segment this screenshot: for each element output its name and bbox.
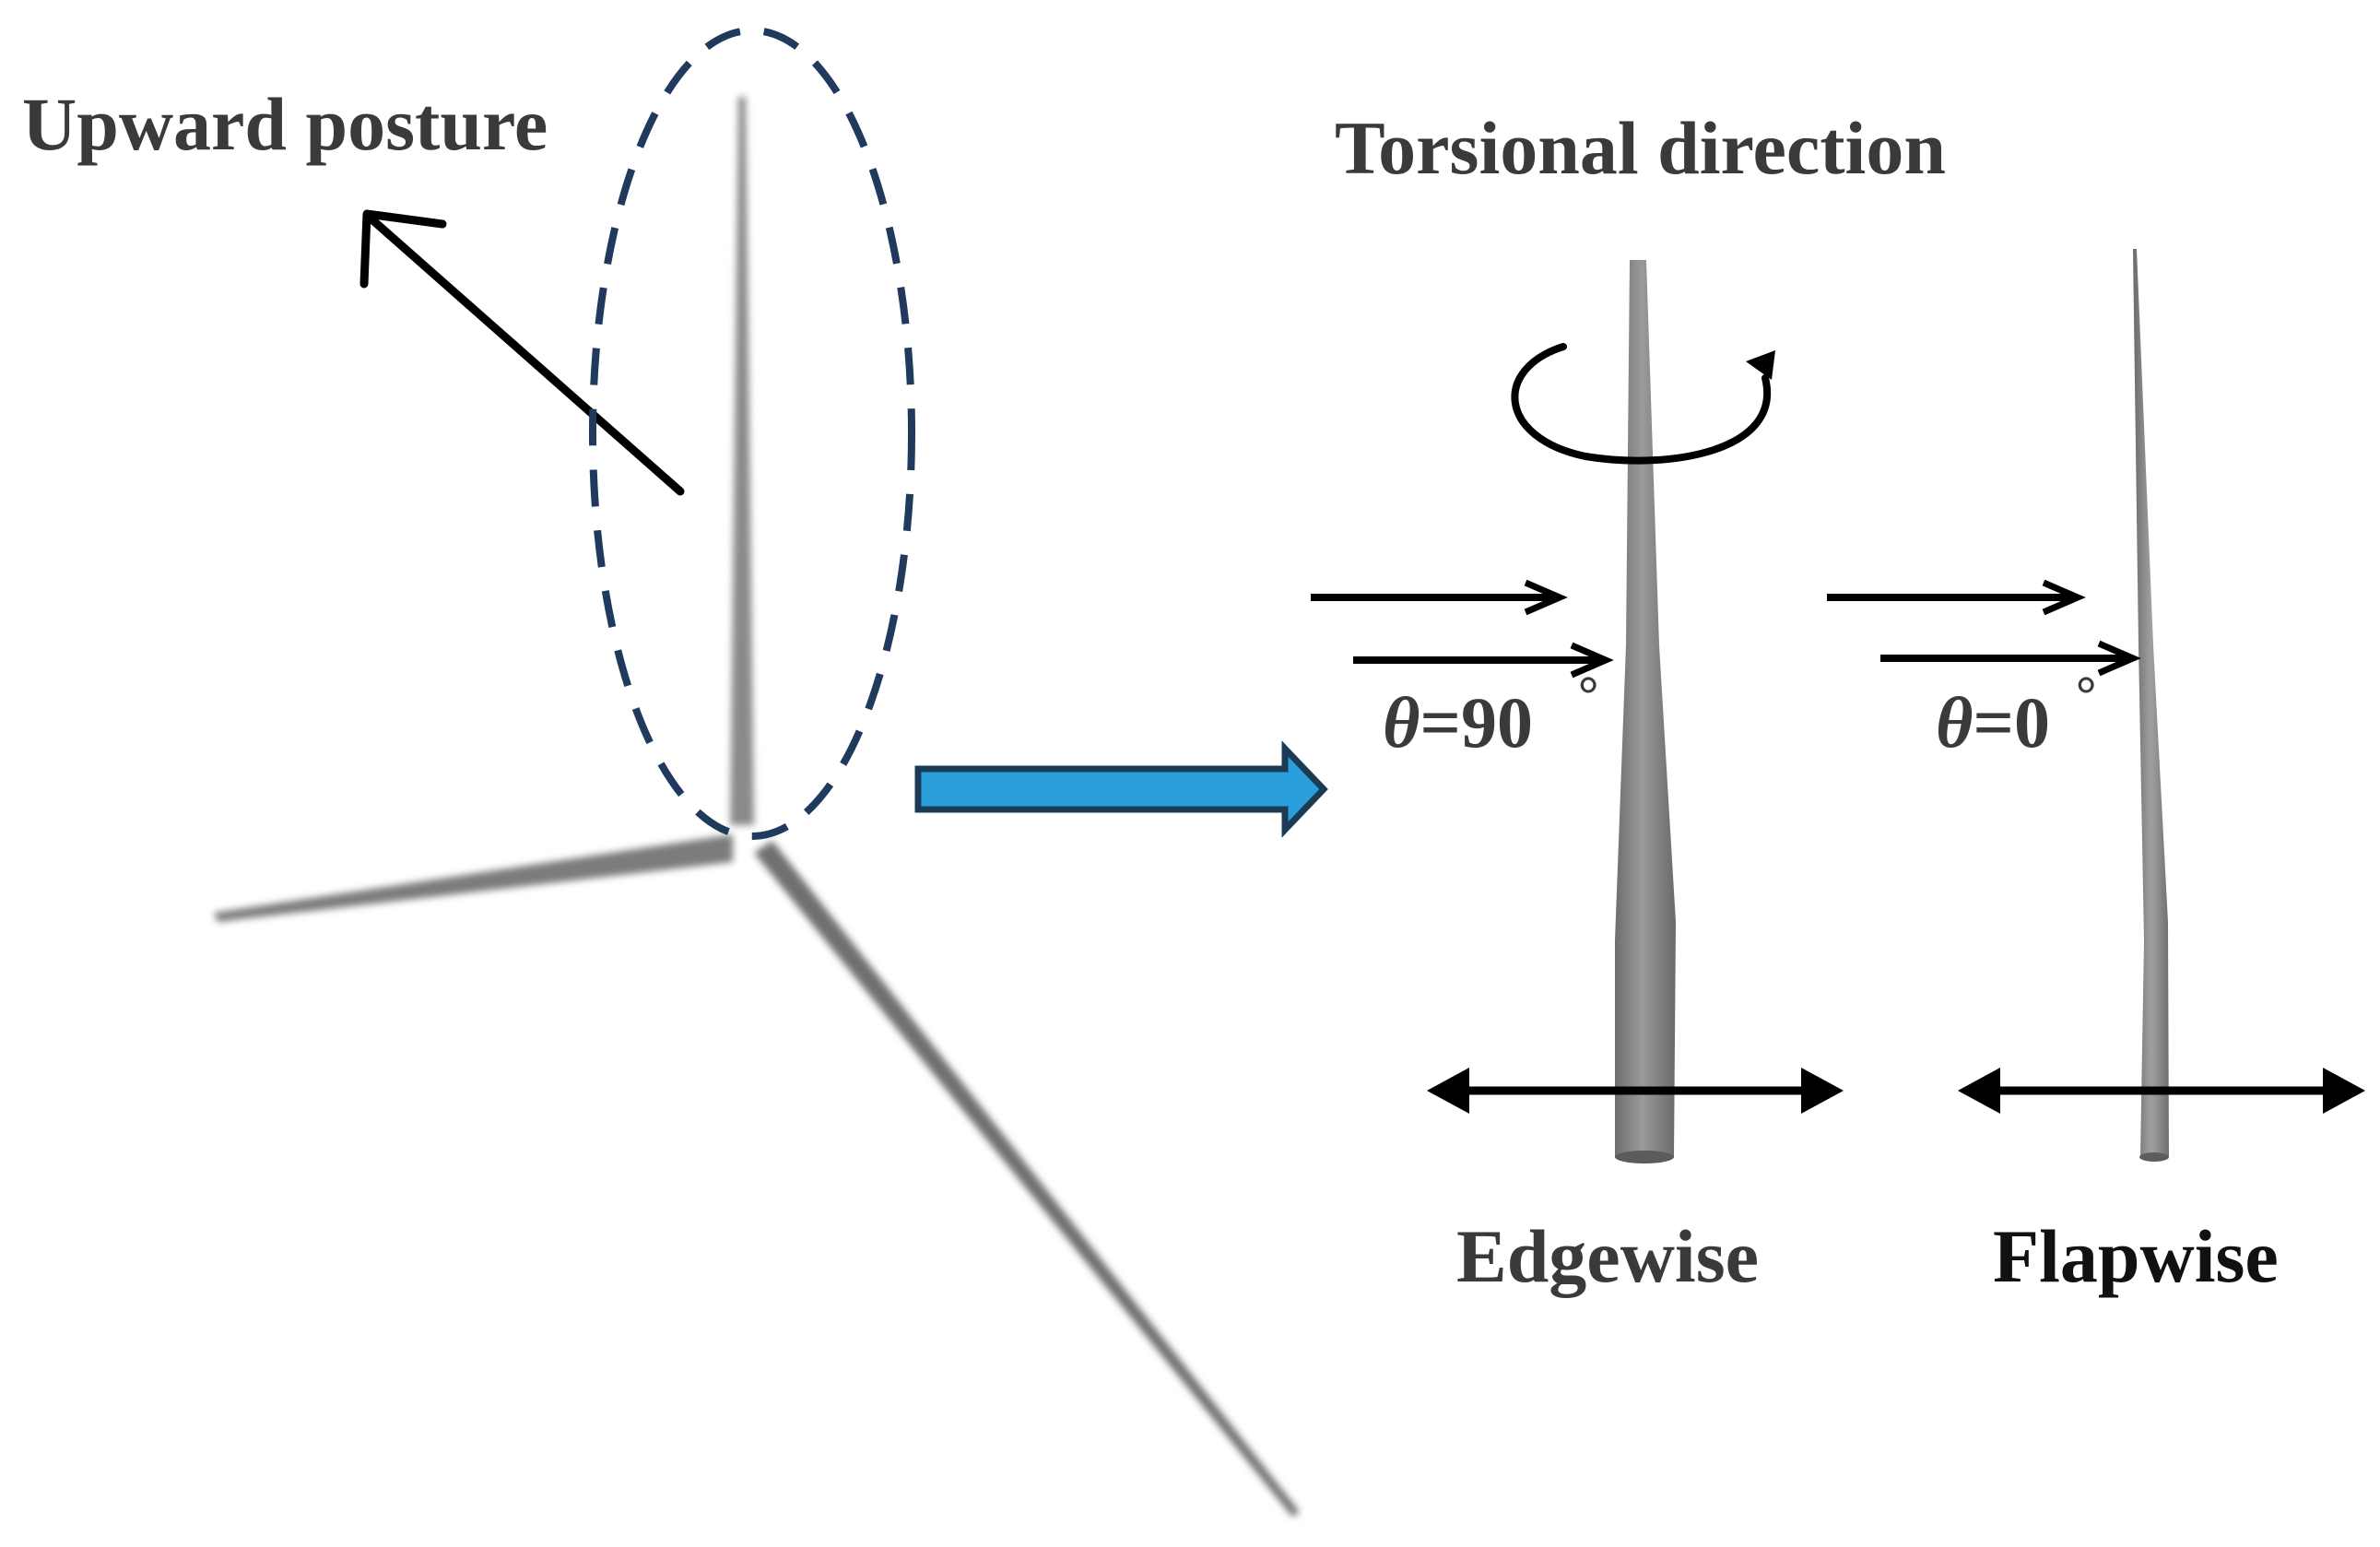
flapwise-vibration-arrow: [1958, 1068, 2365, 1114]
edgewise-label: Edgewise: [1456, 1214, 1759, 1298]
left-blade: [214, 834, 733, 922]
flapwise-blade: [2133, 249, 2169, 1162]
edgewise-wind-arrows: [1311, 579, 1614, 679]
edgewise-angle-label: θ=90: [1383, 682, 1533, 762]
flapwise-angle-label: θ=0: [1936, 682, 2050, 762]
upper-blade: [730, 97, 754, 825]
edgewise-blade: [1615, 260, 1676, 1163]
highlight-ellipse: [589, 27, 915, 840]
flapwise-degree-symbol: °: [2076, 667, 2096, 724]
edgewise-vibration-arrow: [1427, 1068, 1844, 1114]
flapwise-wind-arrows: [1827, 579, 2141, 677]
edgewise-degree-symbol: °: [1578, 667, 1598, 724]
torsional-direction-label: Torsional direction: [1335, 106, 1946, 190]
transfer-arrow: [914, 740, 1328, 838]
rotor: [214, 97, 1300, 1517]
upward-posture-label: Upward posture: [22, 82, 548, 166]
torsion-rotation-icon: [1511, 343, 1775, 465]
right-blade: [754, 841, 1300, 1517]
flapwise-label: Flapwise: [1993, 1214, 2279, 1298]
upward-posture-arrow: [359, 209, 685, 496]
